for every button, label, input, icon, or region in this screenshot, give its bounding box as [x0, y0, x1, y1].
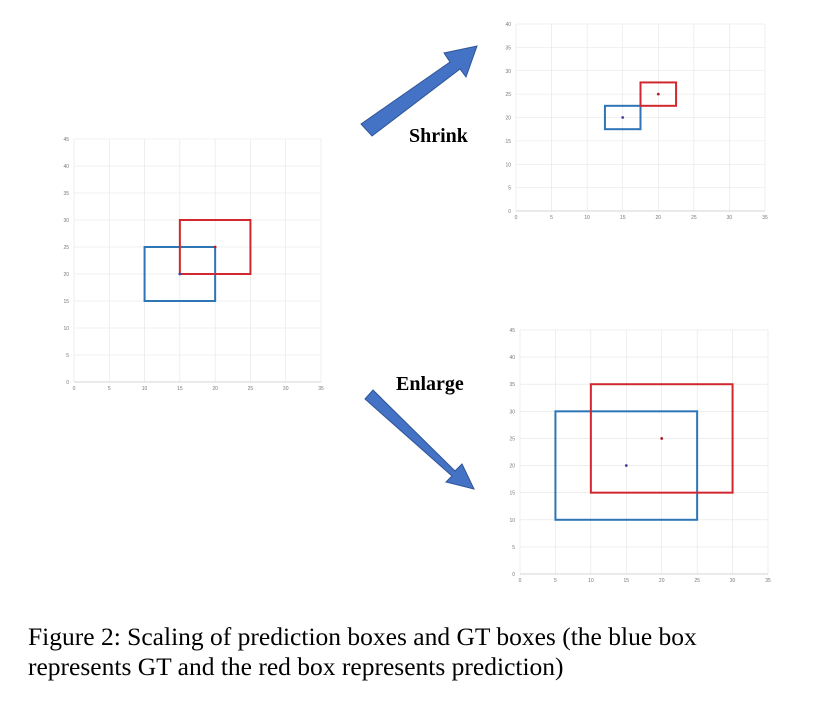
y-tick-label: 20 [509, 464, 515, 470]
y-tick-label: 35 [63, 191, 69, 197]
x-tick-label: 0 [73, 386, 76, 392]
x-tick-label: 20 [212, 386, 218, 392]
y-tick-label: 10 [509, 518, 515, 524]
x-tick-label: 35 [765, 578, 771, 584]
enlarge-label: Enlarge [396, 373, 464, 395]
gt-box [603, 104, 642, 131]
y-tick-label: 30 [505, 69, 511, 75]
x-tick-label: 10 [588, 578, 594, 584]
prediction-box [639, 81, 678, 107]
x-tick-label: 30 [283, 386, 289, 392]
y-tick-label: 35 [509, 382, 515, 388]
gt-center-point [621, 116, 625, 119]
x-tick-label: 15 [177, 386, 183, 392]
y-tick-label: 45 [509, 328, 515, 334]
y-tick-label: 30 [509, 409, 515, 415]
prediction-center-point [660, 437, 664, 440]
original-boxes-plot: 0 5 10 15 20 25 30 35 0 5 10 15 20 25 30 35 40 45 [63, 137, 324, 392]
x-tick-label: 0 [519, 578, 522, 584]
y-tick-label: 5 [66, 353, 69, 359]
prediction-center-point [213, 245, 217, 249]
shrink-label: Shrink [409, 125, 469, 147]
x-tick-label: 10 [142, 386, 148, 392]
y-tick-label: 30 [63, 218, 69, 224]
y-tick-label: 10 [505, 162, 511, 168]
x-tick-label: 25 [248, 386, 254, 392]
y-tick-label: 10 [63, 326, 69, 332]
x-tick-label: 20 [656, 215, 662, 221]
x-tick-label: 25 [691, 215, 697, 221]
y-tick-label: 5 [508, 186, 511, 192]
y-tick-label: 15 [63, 299, 69, 305]
y-tick-label: 40 [505, 22, 511, 28]
x-tick-label: 35 [762, 215, 768, 221]
y-tick-label: 25 [63, 245, 69, 251]
y-tick-label: 20 [505, 116, 511, 122]
x-tick-label: 35 [318, 386, 324, 392]
y-tick-label: 15 [509, 491, 515, 497]
enlarge-arrow [364, 389, 475, 490]
caption-line-2: represents GT and the red box represents… [28, 652, 564, 681]
x-tick-label: 30 [727, 215, 733, 221]
y-tick-label: 40 [63, 164, 69, 170]
x-tick-label: 5 [550, 215, 553, 221]
figure-caption: Figure 2: Scaling of prediction boxes an… [28, 622, 823, 682]
y-tick-label: 0 [508, 209, 511, 215]
shrink-boxes-plot: 0 5 10 15 20 25 30 35 0 5 10 15 20 25 30 35 40 [505, 22, 768, 221]
y-tick-label: 0 [66, 380, 69, 386]
x-tick-label: 15 [624, 578, 630, 584]
shrink-arrow [360, 45, 478, 137]
x-tick-label: 5 [554, 578, 557, 584]
y-tick-label: 0 [512, 572, 515, 578]
x-tick-label: 0 [515, 215, 518, 221]
y-tick-label: 25 [509, 436, 515, 442]
gt-center-point [624, 464, 628, 467]
y-tick-label: 25 [505, 92, 511, 98]
gt-box [554, 410, 699, 521]
y-tick-label: 45 [63, 137, 69, 143]
y-tick-label: 15 [505, 139, 511, 145]
prediction-center-point [656, 92, 660, 96]
x-tick-label: 20 [659, 578, 665, 584]
y-tick-label: 35 [505, 45, 511, 51]
gt-center-point [178, 272, 182, 276]
enlarge-boxes-plot: 0 5 10 15 20 25 30 35 0 5 10 15 20 25 30 35 40 45 [509, 328, 771, 584]
y-tick-label: 20 [63, 272, 69, 278]
x-tick-label: 15 [620, 215, 626, 221]
y-tick-label: 5 [512, 545, 515, 551]
prediction-box [589, 383, 734, 494]
prediction-box [178, 219, 252, 275]
caption-line-1: Figure 2: Scaling of prediction boxes an… [28, 622, 697, 651]
x-tick-label: 10 [584, 215, 590, 221]
x-tick-label: 25 [694, 578, 700, 584]
y-tick-label: 40 [509, 355, 515, 361]
x-tick-label: 5 [108, 386, 111, 392]
x-tick-label: 30 [730, 578, 736, 584]
